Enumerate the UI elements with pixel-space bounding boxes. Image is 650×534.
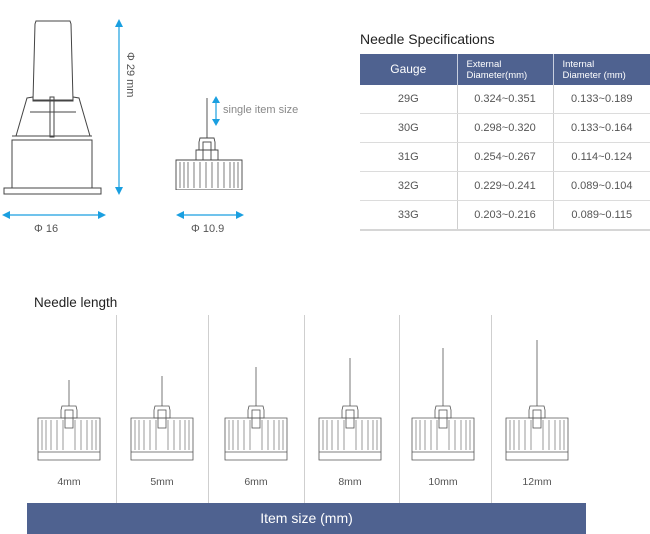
- needle-icon: [224, 367, 288, 461]
- needle-length-label: 4mm: [57, 476, 81, 488]
- needle-length-item-10mm: 10mm: [396, 340, 490, 500]
- internal-diameter-cell: 0.089~0.115: [553, 200, 650, 231]
- external-diameter-cell: 0.298~0.320: [457, 113, 554, 143]
- single-item-size-arrow: [212, 96, 220, 126]
- spec-table-title: Needle Specifications: [360, 31, 495, 47]
- needle-icon: [318, 358, 382, 461]
- column-divider: [399, 315, 400, 503]
- single-needle-drawing: [175, 98, 243, 190]
- needle-length-item-12mm: 12mm: [490, 340, 584, 500]
- needle-icon: [130, 376, 194, 461]
- column-divider: [116, 315, 117, 503]
- column-divider: [491, 315, 492, 503]
- internal-diameter-cell: 0.133~0.189: [553, 85, 650, 114]
- height-dimension-label: Φ 29 mm: [124, 52, 136, 98]
- needle-length-label: 5mm: [150, 476, 174, 488]
- gauge-cell: 33G: [360, 200, 458, 231]
- external-diameter-cell: 0.203~0.216: [457, 200, 554, 231]
- external-diameter-cell: 0.254~0.267: [457, 142, 554, 172]
- item-size-footer-bar: Item size (mm): [27, 503, 586, 534]
- gauge-cell: 29G: [360, 85, 458, 114]
- internal-diameter-cell: 0.089~0.104: [553, 171, 650, 201]
- needle-length-label: 6mm: [244, 476, 268, 488]
- needle-cap-drawing: [3, 20, 102, 195]
- width-dimension-label-large: Φ 16: [34, 223, 59, 235]
- gauge-cell: 32G: [360, 171, 458, 201]
- single-item-size-label: single item size: [223, 104, 299, 116]
- needle-length-item-4mm: 4mm: [22, 340, 116, 500]
- width-dimension-arrow-small: [176, 211, 244, 219]
- external-diameter-cell: 0.229~0.241: [457, 171, 554, 201]
- needle-icon: [505, 340, 569, 461]
- height-dimension-arrow: [115, 19, 123, 195]
- width-dimension-arrow-large: [2, 211, 106, 219]
- internal-diameter-cell: 0.133~0.164: [553, 113, 650, 143]
- internal-diameter-cell: 0.114~0.124: [553, 142, 650, 172]
- column-divider: [208, 315, 209, 503]
- header-gauge: Gauge: [360, 54, 458, 85]
- needle-length-item-5mm: 5mm: [115, 340, 209, 500]
- needle-icon: [37, 380, 101, 461]
- gauge-cell: 30G: [360, 113, 458, 143]
- needle-length-label: 10mm: [428, 476, 458, 488]
- width-dimension-label-small: Φ 10.9: [191, 223, 225, 235]
- needle-length-item-8mm: 8mm: [303, 340, 397, 500]
- column-divider: [304, 315, 305, 503]
- needle-length-title: Needle length: [34, 295, 118, 310]
- needle-length-label: 12mm: [522, 476, 552, 488]
- needle-length-label: 8mm: [338, 476, 362, 488]
- needle-icon: [411, 348, 475, 461]
- external-diameter-cell: 0.324~0.351: [457, 85, 554, 114]
- gauge-cell: 31G: [360, 142, 458, 172]
- needle-length-item-6mm: 6mm: [209, 340, 303, 500]
